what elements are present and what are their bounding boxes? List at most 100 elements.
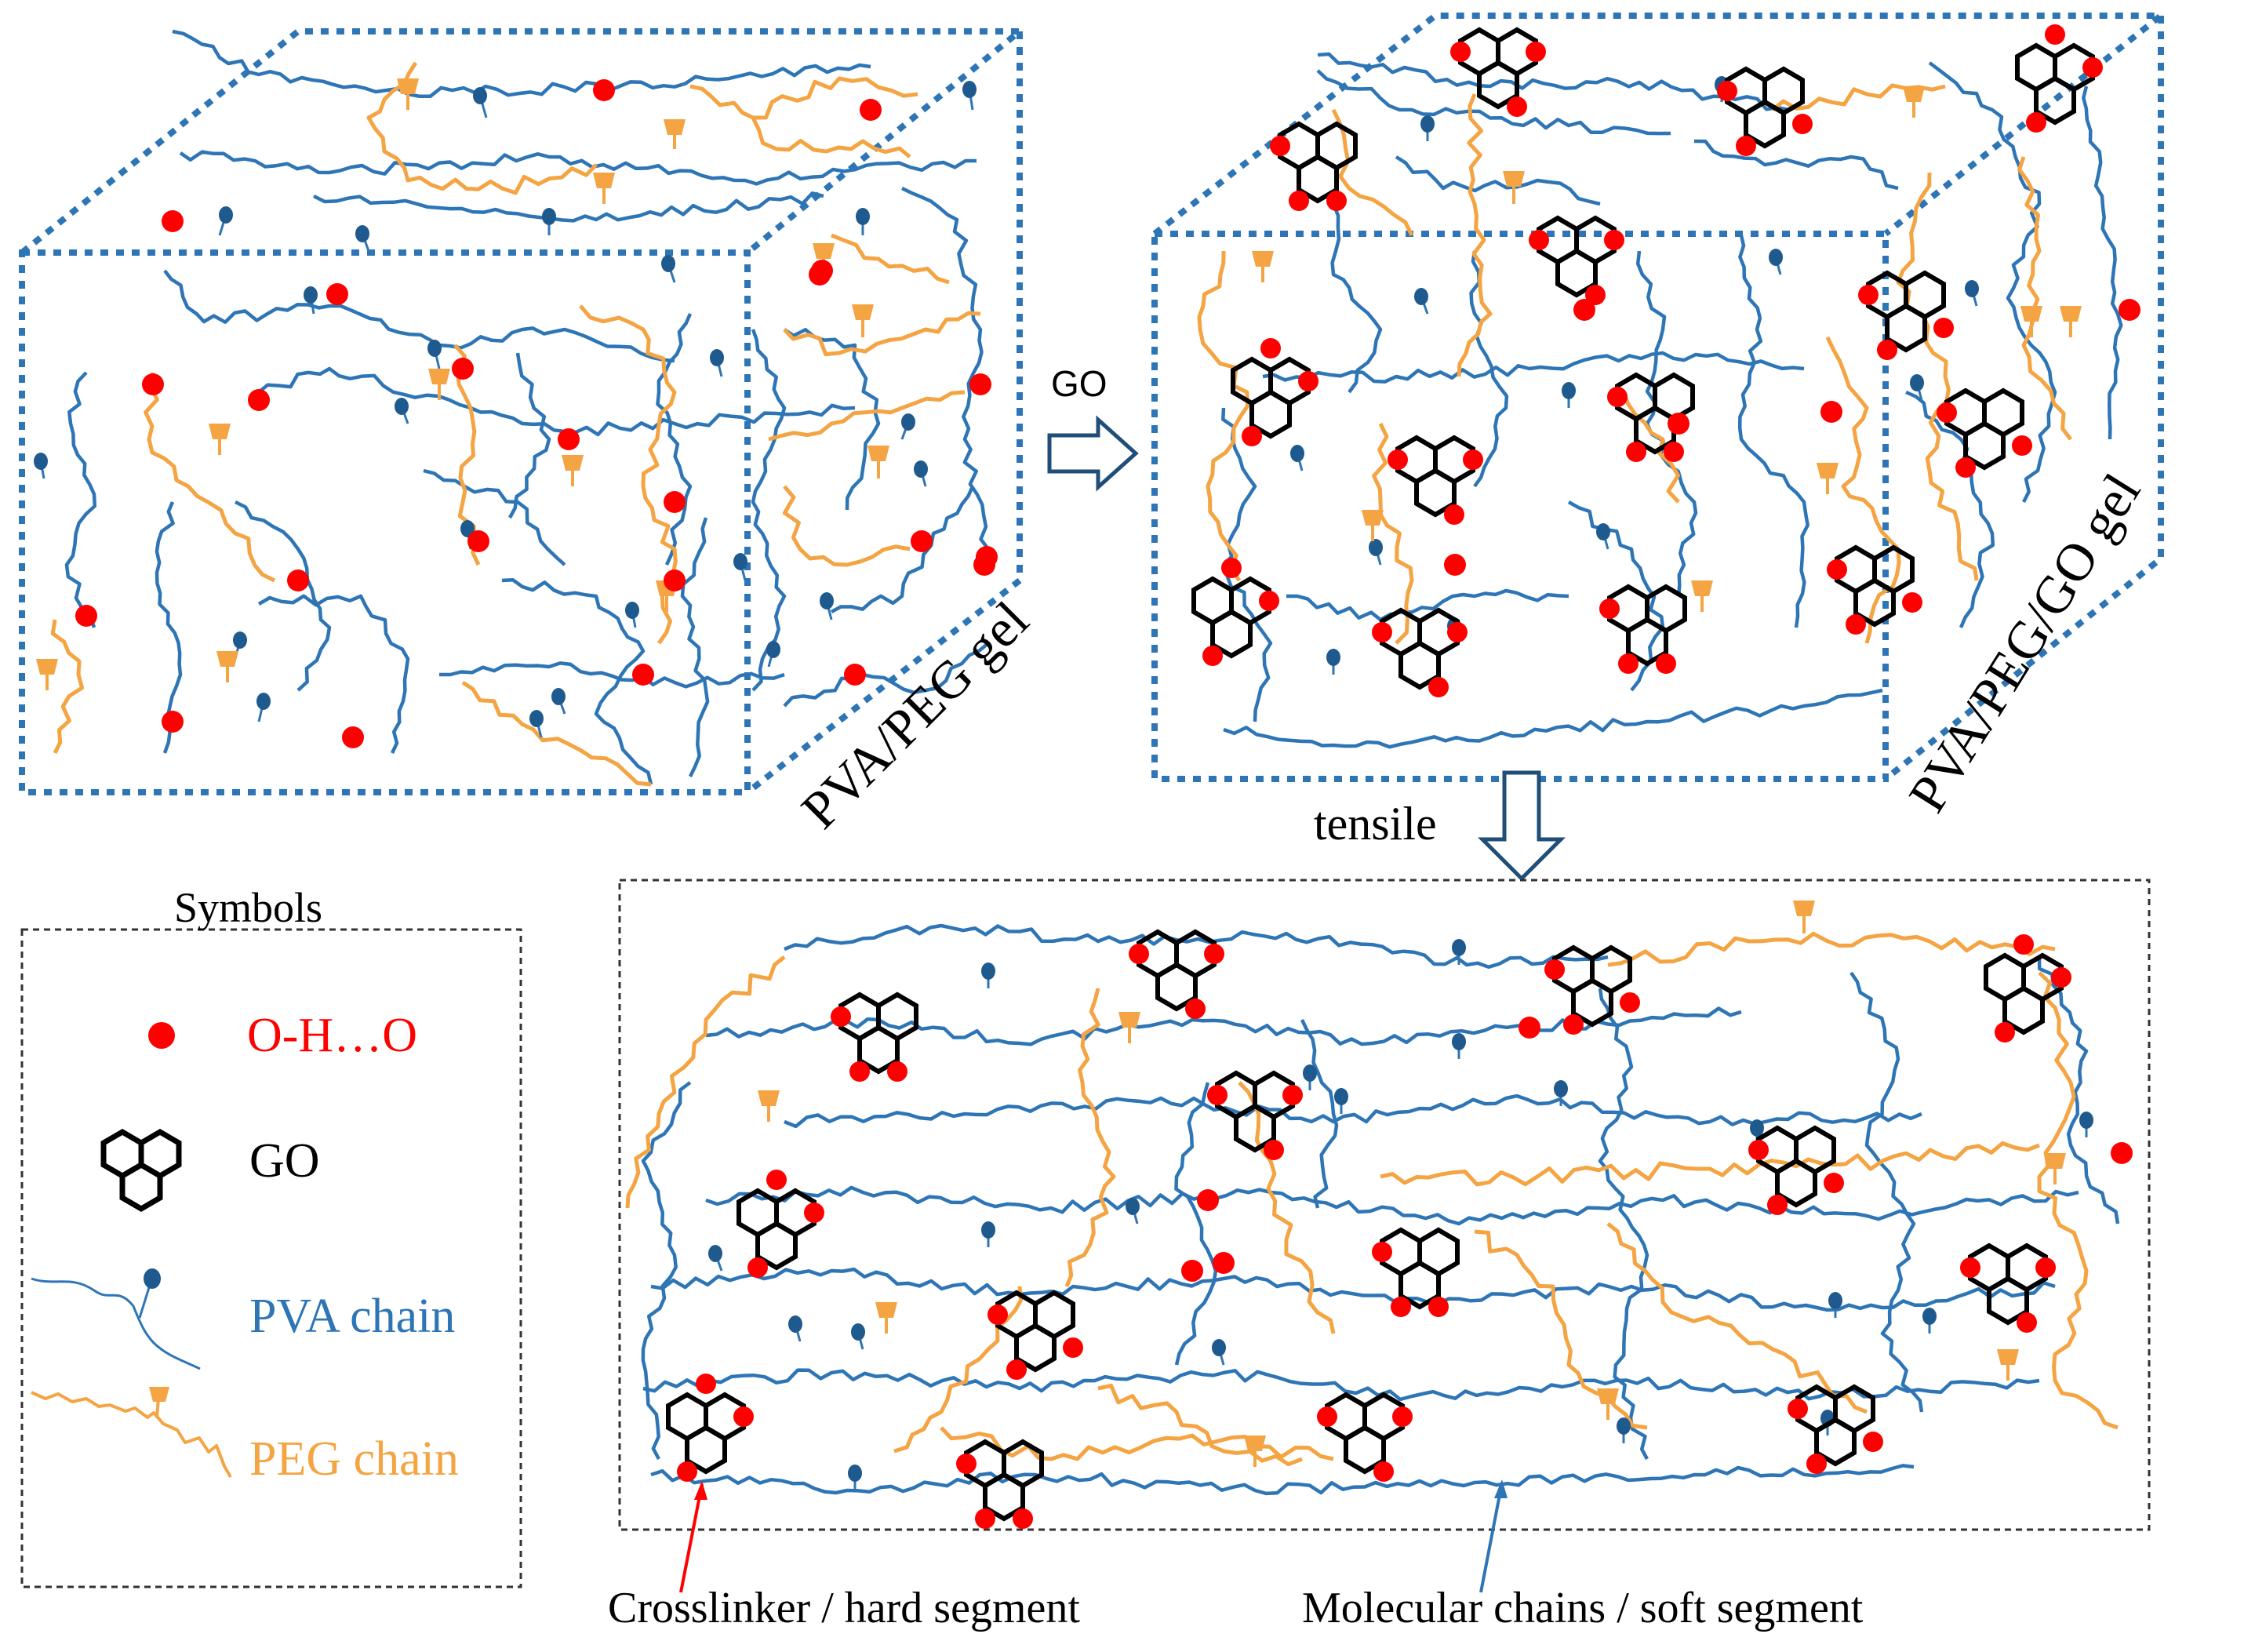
hbond-crosslink [1326,191,1347,211]
hbond-crosslink [452,358,474,380]
hard-segment-arrowhead [694,1481,707,1500]
pva-chain [901,186,990,551]
peg-pendant-group [875,1302,897,1318]
hbond-crosslink [1006,1359,1027,1380]
peg-chain [366,61,598,195]
pva-chain [784,1093,1922,1129]
peg-chain [2037,971,2119,1430]
pva-chain [1598,988,1649,1461]
pva-hydroxyl-knob [304,286,318,304]
pva-hydroxyl-knob [788,1315,802,1333]
pva-hydroxyl-knob [395,398,409,415]
pva-hydroxyl-knob [981,1221,995,1239]
pva-chain [1223,688,1883,749]
hbond-crosslink [1607,387,1628,407]
hbond-crosslink [2082,57,2103,78]
pva-chain [423,468,566,566]
peg-chain [831,233,950,285]
hbond-crosslink [1447,622,1468,642]
hbond-crosslink [326,283,348,305]
hbond-crosslink [1526,42,1546,62]
soft-segment-annotation: Molecular chains / soft segment [1302,1584,1864,1632]
pva-hydroxyl-knob [1414,288,1428,305]
hbond-crosslink [1317,1406,1337,1427]
pva-chain [1174,1082,1218,1366]
hbond-crosslink [1391,1297,1411,1317]
pva-chain [1395,155,1601,206]
peg-chain [1606,1222,1868,1414]
go-sheet [1858,273,1954,360]
hbond-crosslink [248,389,270,411]
hbond-crosslink [1388,449,1408,470]
pva-chain [650,1464,1915,1496]
hbond-crosslink [804,1203,824,1223]
pva-chain [1737,235,1809,628]
pva-chain [783,328,881,511]
hbond-crosslink [1129,944,1149,964]
hbond-crosslink [1877,340,1897,360]
stretched-network-frame [618,879,2151,1531]
pva-chain [155,501,183,754]
hbond-crosslink [887,1061,907,1082]
peg-chain [50,619,85,755]
pva-hydroxyl-knob [1212,1339,1226,1356]
pva-chain [172,29,871,99]
peg-chain [1457,93,1493,377]
go-sheet [2017,24,2103,133]
pva-hydroxyl-knob [901,413,915,431]
go-sheet [956,1442,1042,1529]
hbond-crosslink [696,1374,716,1394]
peg-chain [1331,108,1414,237]
hbond-crosslink [1736,136,1756,156]
go-sheet [1937,391,2032,478]
go-sheet [1717,69,1813,156]
pva-chain-icon [31,1268,201,1370]
peg-chain [893,1286,1024,1454]
pva-hydroxyl-knob [1303,1064,1317,1082]
pva-hydroxyl-knob [1452,939,1466,956]
peg-pendant-group [36,659,58,675]
hbond-crosslink [2119,299,2140,321]
pva-hydroxyl-knob [820,592,834,609]
go-sheet [1748,1128,1844,1215]
pva-hydroxyl-knob [542,208,556,225]
peg-pendant-group [867,446,889,461]
hbond-crosslink [162,210,184,232]
pva-chain [257,594,410,754]
hbond-crosslink [1604,230,1624,250]
hbond-crosslink [1204,944,1224,964]
hbond-crosslink [664,569,686,591]
hbond-crosslink [1806,1454,1827,1474]
legend-item-peg: PEG chain [249,1432,459,1486]
hbond-crosslink [1264,1140,1284,1160]
pva-chain [1469,250,1509,488]
hbond-crosslink [75,605,97,627]
pva-hydroxyl-knob [708,1245,722,1262]
go-sheet [1207,1073,1303,1160]
pva-chain [1316,69,1671,136]
pva-hydroxyl-knob [473,87,487,104]
go-arrow-label: GO [1051,363,1107,404]
pva-chain [656,313,693,566]
peg-pendant-group [1252,251,1274,267]
pva-chain [163,269,675,363]
hbond-crosslink [1820,401,1842,423]
tensile-arrow: tensile [1314,770,1566,882]
hbond-crosslink [162,711,184,733]
legend-item-go: GO [249,1134,320,1188]
pva-chain [1330,203,1383,394]
hbond-crosslink [1298,371,1318,391]
peg-pendant-group [664,119,686,135]
pva-hydroxyl-knob [427,340,442,357]
peg-pendant-group [593,173,615,188]
hbond-crosslink [1372,1242,1392,1262]
hbond-crosslink [1213,1252,1235,1274]
pva-chain [1849,971,1924,1413]
pva-hydroxyl-knob [1126,1198,1140,1215]
pva-hydroxyl-knob [529,710,544,727]
hbond-crosslink [1428,1297,1449,1317]
pva-hydroxyl-knob [733,553,747,570]
pva-chain [1693,139,1899,191]
hbond-crosslink [558,428,580,450]
peg-pendant-group [1903,86,1925,102]
